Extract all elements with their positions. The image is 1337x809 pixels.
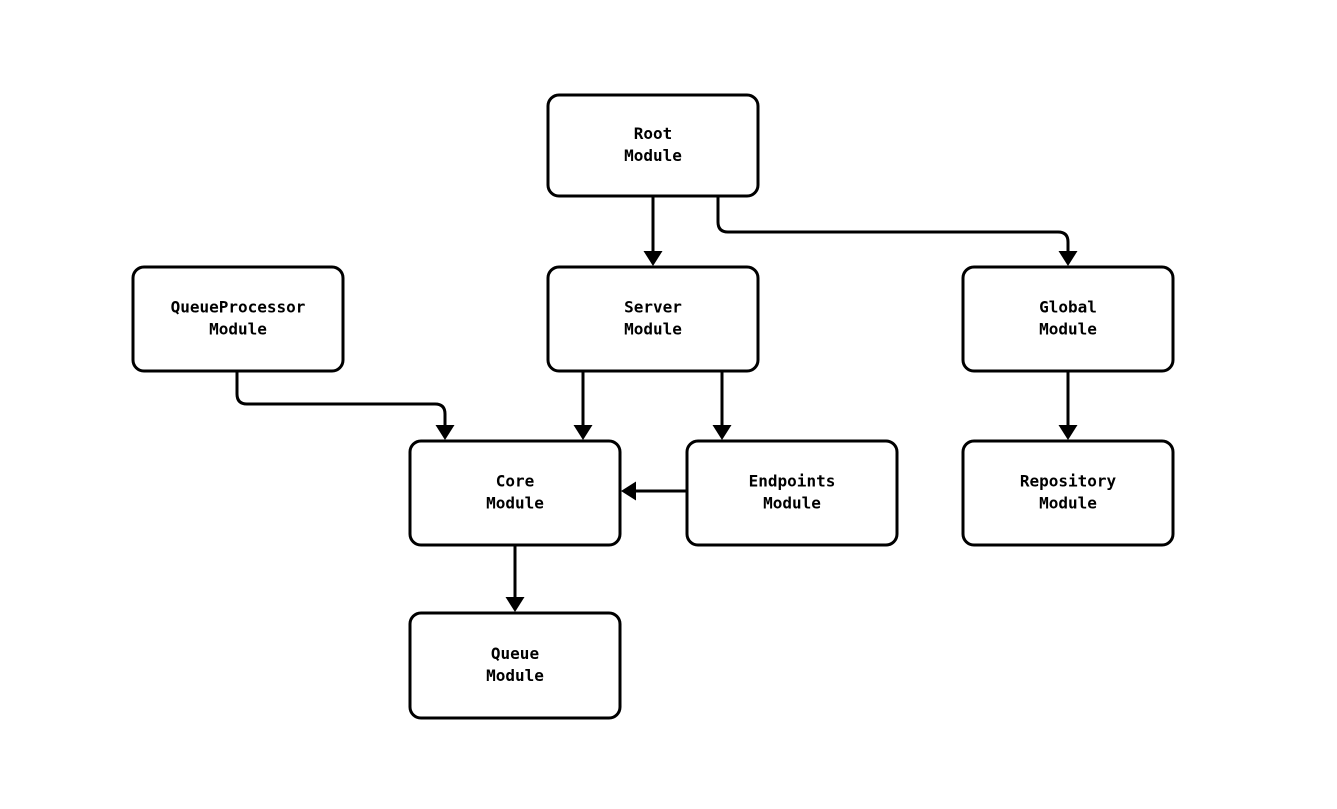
node-box[interactable] (546, 265, 760, 373)
edge-root-to-server (643, 196, 663, 266)
arrowhead-icon (435, 425, 455, 440)
node-box[interactable] (546, 93, 760, 198)
edge-global-to-repository (1058, 371, 1078, 440)
node-label-primary: Repository (1020, 472, 1117, 491)
node-box[interactable] (961, 439, 1175, 547)
node-label-primary: Server (624, 298, 682, 317)
node-label-secondary: Module (624, 146, 682, 165)
arrowhead-icon (643, 251, 663, 266)
node-box[interactable] (131, 265, 345, 373)
nodes-layer: RootModuleQueueProcessorModuleServerModu… (131, 93, 1175, 720)
node-label-secondary: Module (763, 494, 821, 513)
edge-endpoints-to-core (621, 481, 687, 501)
edge-line (235, 371, 447, 426)
arrowhead-icon (1058, 425, 1078, 440)
node-label-secondary: Module (1039, 494, 1097, 513)
node-box[interactable] (685, 439, 899, 547)
node-label-primary: Endpoints (749, 472, 836, 491)
node-label-secondary: Module (1039, 320, 1097, 339)
edge-server-to-endpoints (712, 371, 732, 440)
edge-server-to-core (573, 371, 593, 440)
arrowhead-icon (505, 597, 525, 612)
node-label-primary: Root (634, 124, 673, 143)
node-label-primary: Core (496, 472, 535, 491)
edges-layer (235, 196, 1078, 612)
node-label-secondary: Module (486, 666, 544, 685)
node-label-secondary: Module (209, 320, 267, 339)
node-box[interactable] (961, 265, 1175, 373)
node-label-secondary: Module (486, 494, 544, 513)
edge-line (716, 196, 1070, 252)
edge-core-to-queue (505, 545, 525, 612)
node-box[interactable] (408, 611, 622, 720)
node-label-secondary: Module (624, 320, 682, 339)
edge-root-to-global (716, 196, 1078, 266)
arrowhead-icon (573, 425, 593, 440)
node-box[interactable] (408, 439, 622, 547)
arrowhead-icon (1058, 251, 1078, 266)
arrowhead-icon (712, 425, 732, 440)
node-label-primary: Queue (491, 644, 539, 663)
node-label-primary: Global (1039, 298, 1097, 317)
edge-queueprocessor-to-core (235, 371, 455, 440)
arrowhead-icon (621, 481, 636, 501)
node-label-primary: QueueProcessor (171, 298, 306, 317)
